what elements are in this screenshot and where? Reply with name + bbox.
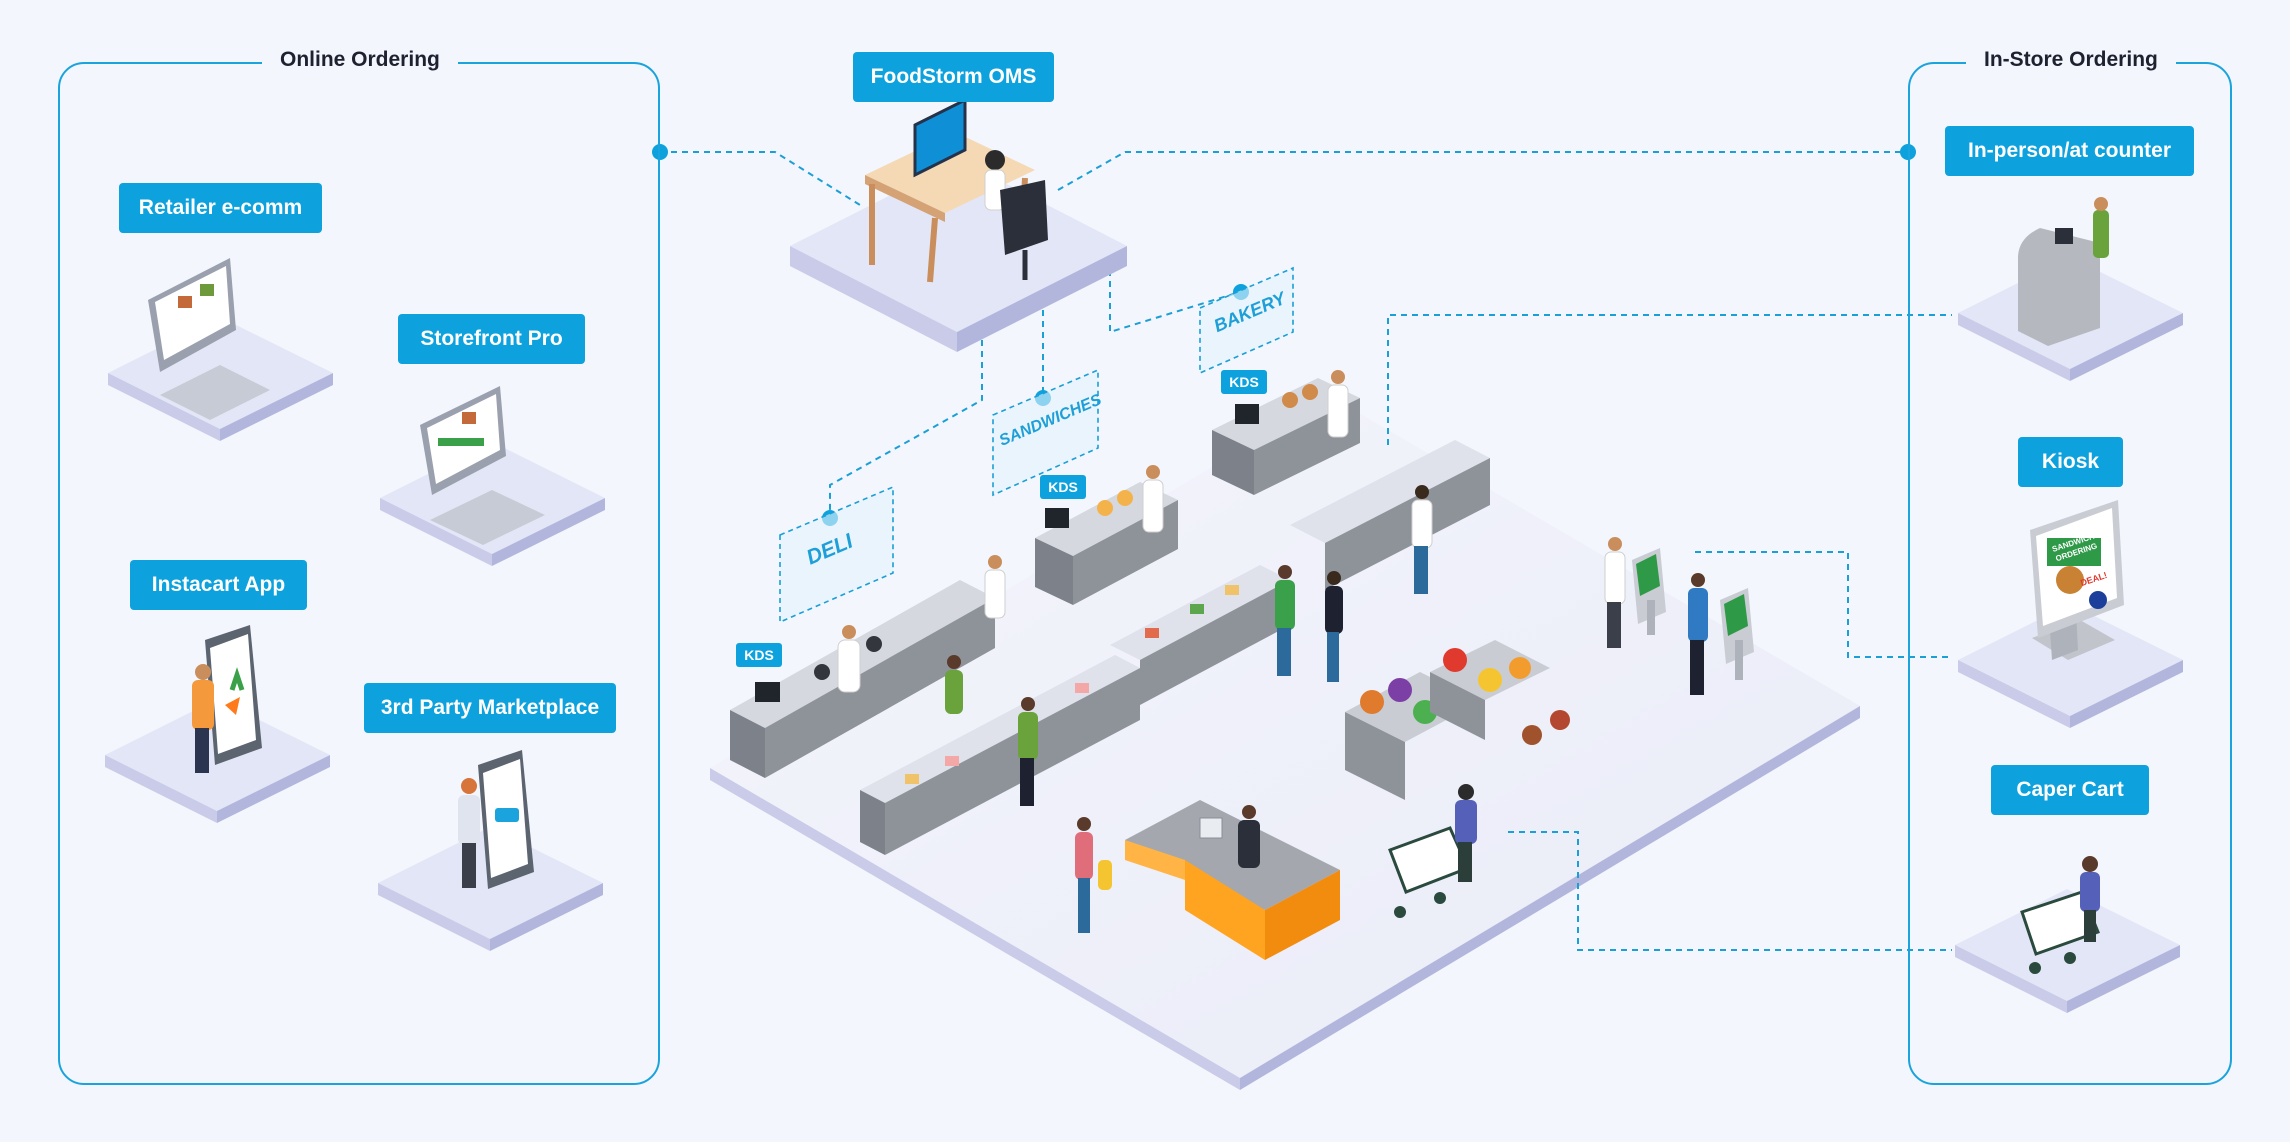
foodstorm-oms-label[interactable]: FoodStorm OMS [853,52,1054,102]
caper-cart-label[interactable]: Caper Cart [1991,765,2149,815]
oms-platform [790,97,1127,352]
kds-badge-sandwiches: KDS [1040,475,1086,499]
deli-sign-panel [779,485,894,624]
online-ordering-title: Online Ordering [262,48,458,72]
retailer-laptop-platform [108,258,333,441]
sandwiches-sign-panel [992,368,1099,497]
sandwich-counter [1035,465,1178,605]
store-floor [710,396,1860,1090]
third-party-marketplace-label[interactable]: 3rd Party Marketplace [364,683,616,733]
kds-badge-deli: KDS [736,643,782,667]
checkout-counter [1075,800,1340,960]
kiosk-label[interactable]: Kiosk [2018,437,2123,487]
produce-stands [1345,640,1570,800]
storefront-pro-label[interactable]: Storefront Pro [398,314,585,364]
deli-counter [730,555,1006,778]
in-person-counter-label[interactable]: In-person/at counter [1945,126,2194,176]
station-signs [779,266,1294,624]
caper-cart-platform [1955,856,2180,1013]
marketplace-phone-platform [378,750,603,951]
bakery-counter [1212,370,1360,495]
bakery-sign-panel [1199,266,1294,375]
connector-lines [660,151,1952,951]
online-connector-dot [652,144,668,160]
counter-platform [1958,197,2183,381]
instacart-phone-platform [105,625,330,823]
instacart-app-label[interactable]: Instacart App [130,560,307,610]
in-store-ordering-title: In-Store Ordering [1966,48,2176,72]
shoppers [945,485,1477,918]
retailer-ecomm-label[interactable]: Retailer e-comm [119,183,322,233]
storefront-laptop-platform [380,386,605,566]
self-serve-kiosks [1604,537,1754,695]
kds-badge-bakery: KDS [1221,370,1267,394]
in-store-ordering-panel [1908,62,2232,1085]
kiosk-platform [1958,500,2183,728]
display-cases [860,440,1490,855]
